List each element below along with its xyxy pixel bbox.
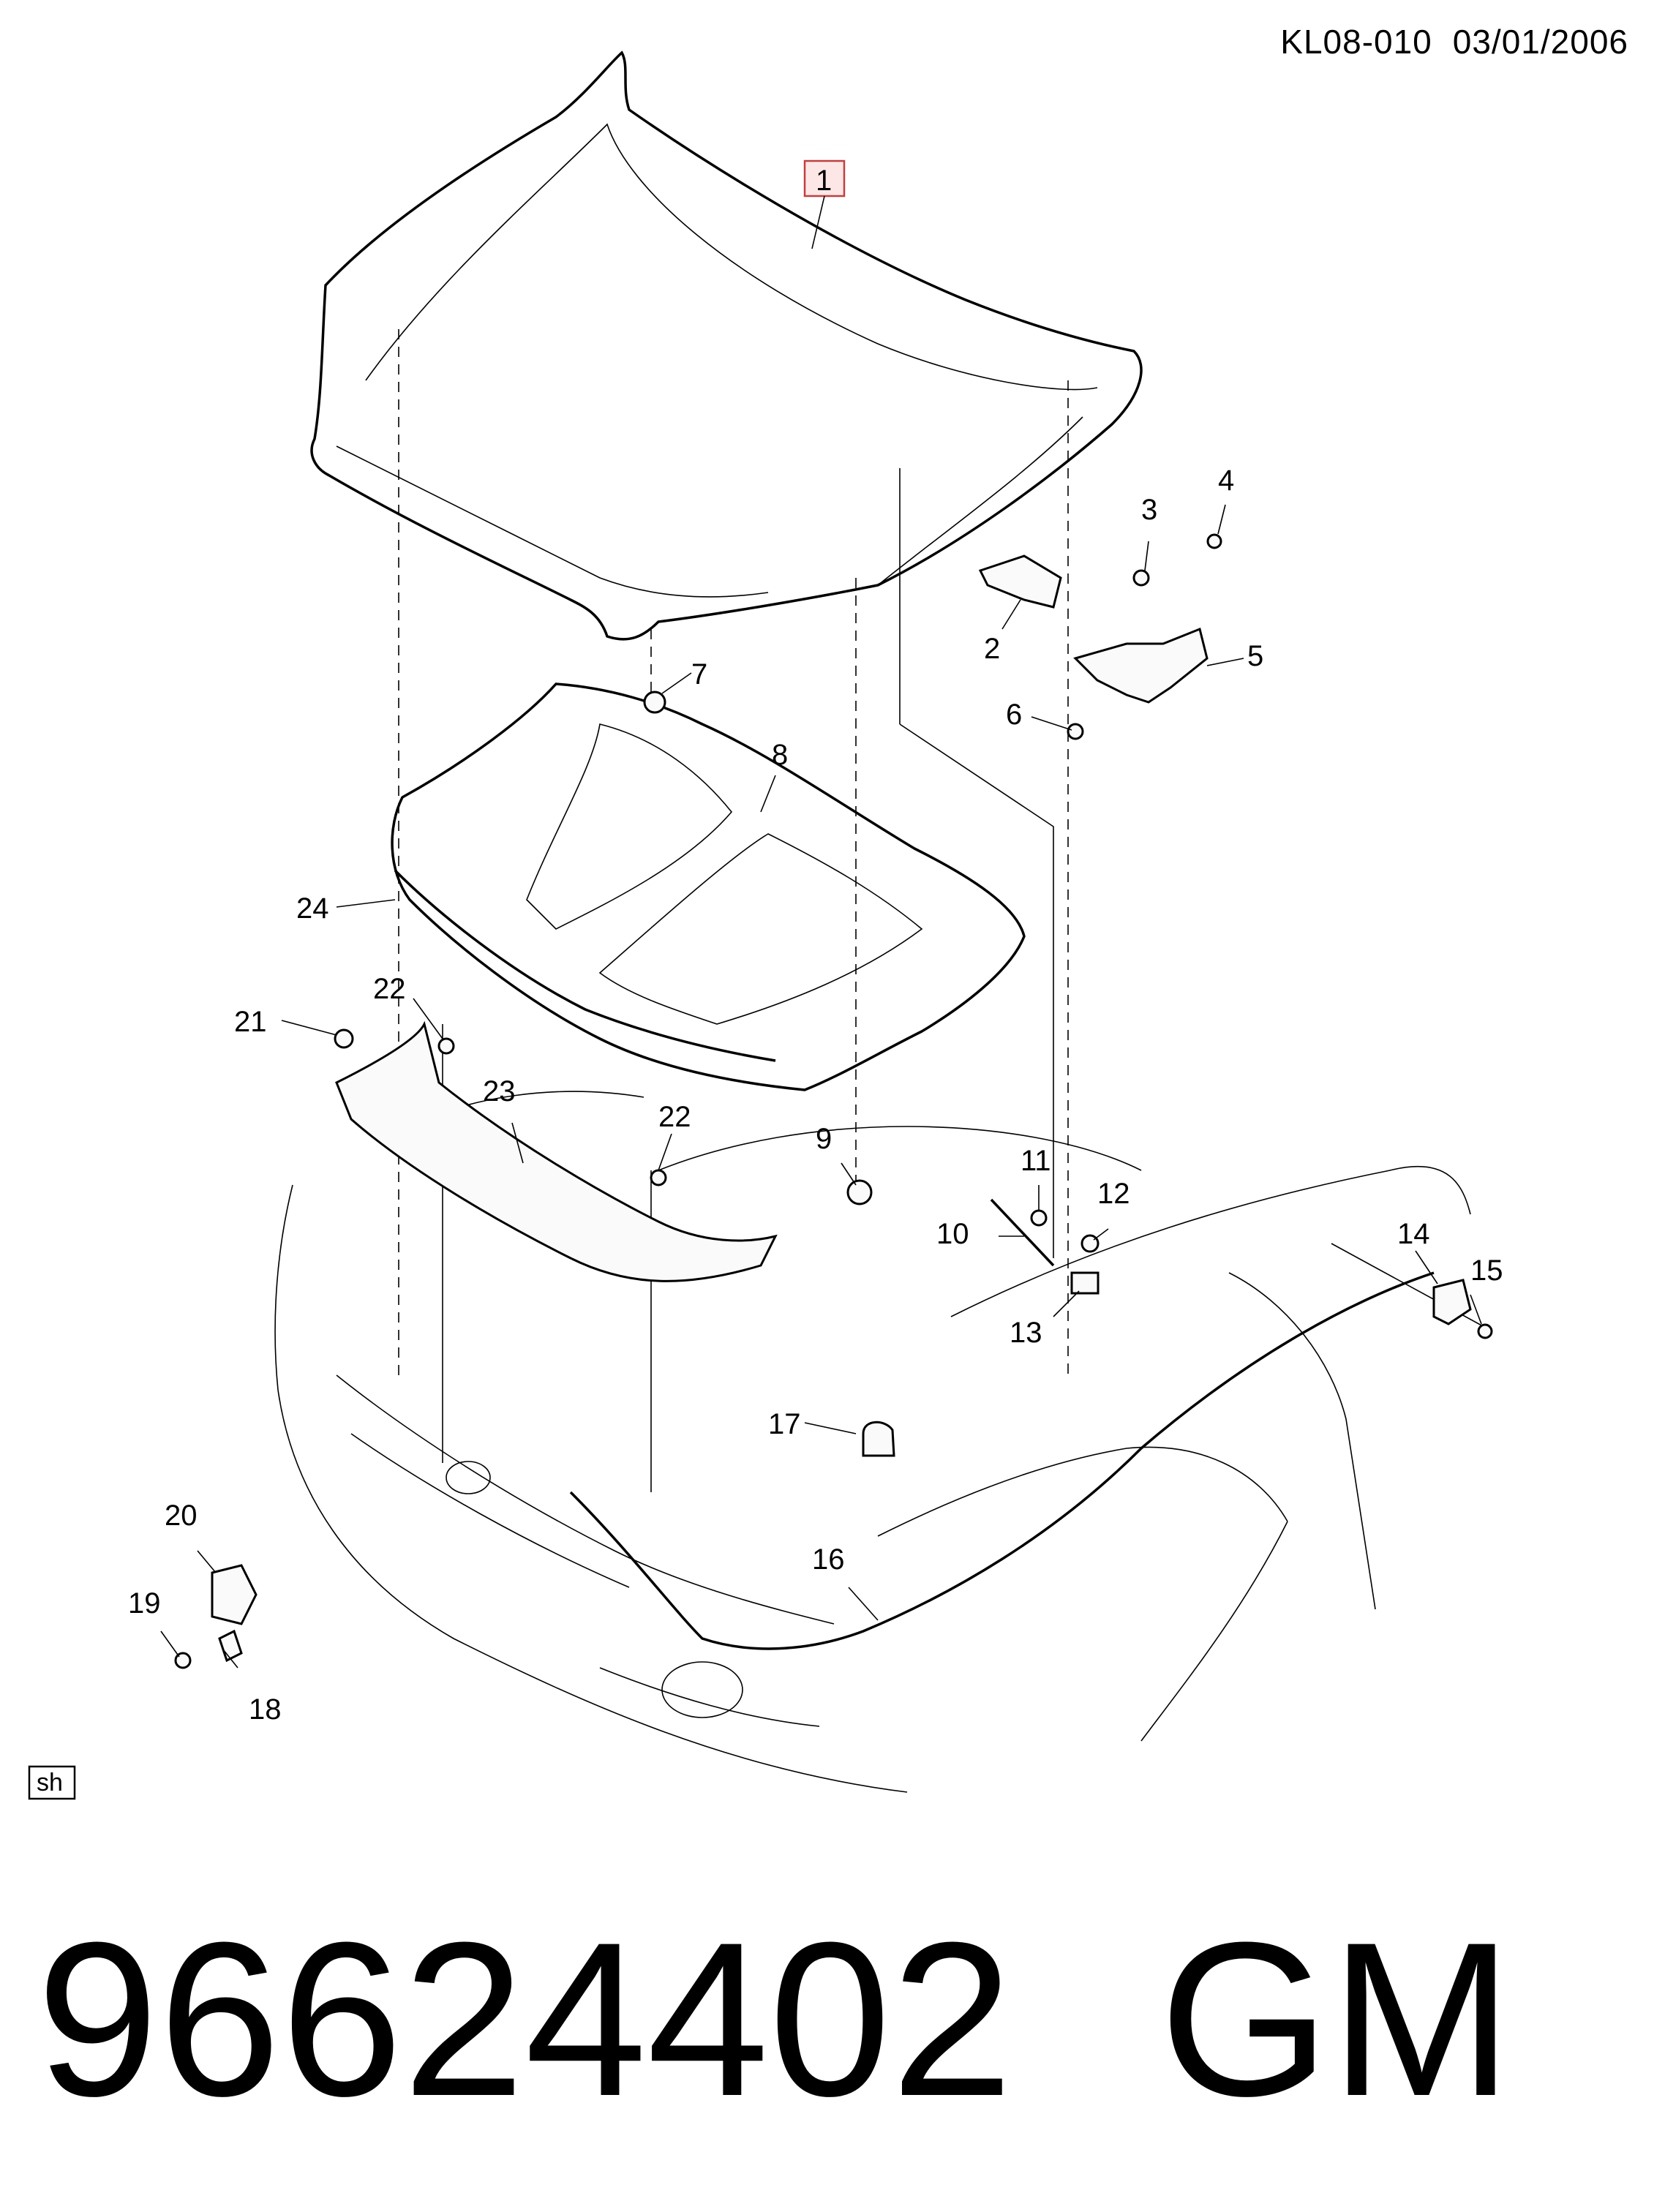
callout-24: 24 [296, 892, 329, 925]
diagram-reference: KL08-010 03/01/2006 [1280, 22, 1628, 61]
radiator-support-cover [335, 1020, 778, 1282]
callout-23: 23 [483, 1075, 516, 1107]
hood-panel [310, 50, 1143, 641]
callout-2: 2 [984, 633, 1000, 665]
leader-1 [811, 195, 825, 249]
callout-17: 17 [768, 1408, 801, 1440]
hood-release-cable [569, 1271, 1435, 1650]
callout-22a: 22 [373, 973, 406, 1005]
callout-3: 3 [1141, 494, 1157, 526]
callout-13: 13 [1010, 1317, 1042, 1349]
callout-1: 1 [816, 165, 832, 197]
hood-insulator [391, 682, 1026, 1091]
callout-18: 18 [249, 1693, 282, 1726]
hood-weatherstrip [394, 869, 776, 1062]
alignment-lines [398, 329, 1069, 1492]
sh-badge-label: sh [37, 1769, 63, 1797]
diagram-code: KL08-010 [1280, 23, 1432, 61]
hood-strut [990, 1198, 1055, 1267]
vehicle-front-body [274, 1091, 1493, 1793]
callout-21: 21 [234, 1006, 267, 1038]
callout-19: 19 [128, 1587, 161, 1620]
callout-14: 14 [1397, 1218, 1430, 1250]
diagram-date: 03/01/2006 [1452, 23, 1628, 61]
exploded-hood-diagram: 1 2 3 4 5 6 7 8 9 10 11 12 13 14 15 16 1… [28, 50, 1503, 1800]
sh-badge: sh [28, 1765, 76, 1800]
callout-12: 12 [1097, 1178, 1130, 1210]
callout-20: 20 [165, 1500, 198, 1532]
callout-15: 15 [1470, 1254, 1503, 1287]
callout-6: 6 [1006, 699, 1022, 731]
callout-10: 10 [936, 1218, 969, 1250]
callout-7: 7 [691, 658, 707, 691]
hood-hinge [1073, 627, 1209, 704]
callout-8: 8 [772, 739, 788, 771]
leader-lines [160, 504, 1482, 1669]
part-number: 96624402 [37, 1896, 1013, 2142]
callout-22b: 22 [658, 1101, 691, 1133]
hood-bracket [978, 554, 1062, 609]
callout-labels: 1 2 3 4 5 6 7 8 9 10 11 12 13 14 15 16 1… [128, 165, 1503, 1726]
callout-16: 16 [812, 1543, 845, 1576]
brand-name: GM [1159, 1896, 1514, 2142]
callout-4: 4 [1218, 464, 1234, 497]
callout-9: 9 [816, 1123, 832, 1155]
callout-5: 5 [1247, 640, 1263, 672]
callout-11: 11 [1021, 1145, 1051, 1177]
